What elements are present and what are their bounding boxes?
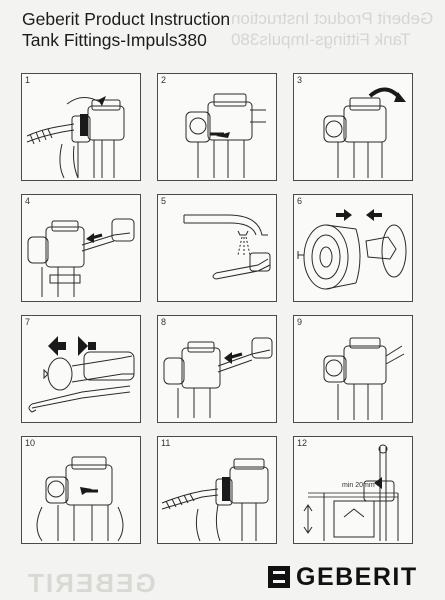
title-line-2: Tank Fittings-Impuls380 [22,30,207,50]
tighten-nut-icon [26,96,125,179]
step-number: 11 [161,438,171,448]
step-panel-3: 3 [293,73,413,181]
geberit-logo: GEBERIT [268,562,418,592]
step-number: 12 [297,438,308,448]
remove-float-arm-icon [27,218,135,297]
step-number: 8 [161,317,167,327]
lock-clip-icon [36,456,124,542]
step-panel-12: 12 min 20mm [293,436,413,544]
step-panel-4: 4 [21,194,141,302]
step-panel-5: 5 [157,194,277,302]
step-panel-7: 7 [21,315,141,423]
pull-valve-icon [185,93,266,178]
step-number: 1 [25,75,31,85]
rotate-cap-icon [323,87,406,178]
step-number: 4 [25,196,31,206]
brand-name: GEBERIT [296,562,418,591]
assemble-diaphragm-icon [297,209,407,290]
step-number: 6 [297,196,303,206]
reattach-arm-icon [163,337,273,418]
step-panel-6: 6 [293,194,413,302]
step-panel-1: 1 [21,73,141,181]
step-number: 10 [25,438,36,448]
step-number: 2 [161,75,167,85]
step-panel-9: 9 [293,315,413,423]
rinse-part-icon [183,214,271,280]
step-panel-11: 11 [157,436,277,544]
insert-arm-icon [28,336,135,413]
assembled-valve-icon [323,337,405,420]
step-number: 5 [161,196,167,206]
min-level-label: min 20mm [342,482,375,489]
step-number: 7 [25,317,31,327]
page-title: Geberit Product Instruction Tank Fitting… [22,9,230,51]
step-number: 9 [297,317,303,327]
geberit-logo-mark-icon [268,566,290,588]
step-panel-8: 8 [157,315,277,423]
connect-hose-icon [161,458,269,542]
title-line-1: Geberit Product Instruction [22,9,231,29]
set-water-level-icon: min 20mm [303,444,399,541]
step-panel-2: 2 [157,73,277,181]
step-number: 3 [297,75,303,85]
step-panel-10: 10 [21,436,141,544]
